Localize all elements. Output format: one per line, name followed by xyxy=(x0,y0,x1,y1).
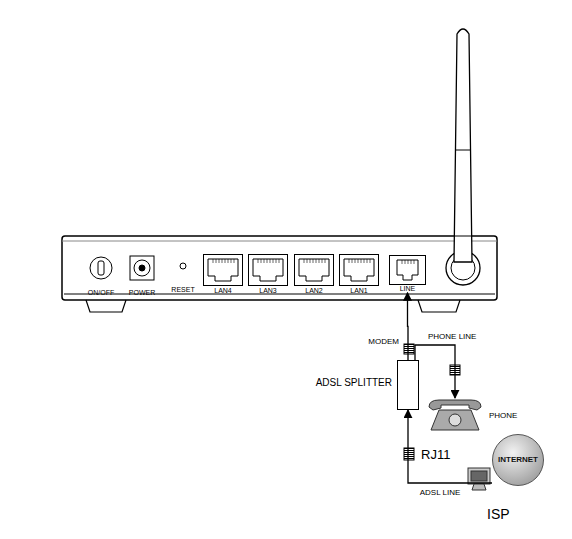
reset-hole xyxy=(180,263,186,269)
port-label: LAN4 xyxy=(214,287,232,295)
rj11-port xyxy=(389,255,426,285)
node-text: LINE xyxy=(387,285,428,293)
phone-icon xyxy=(425,398,485,432)
connector-label: RJ11 xyxy=(421,448,450,462)
node-text: INTERNET xyxy=(498,456,538,465)
button-label: ON/OFF xyxy=(88,289,114,297)
computer-icon xyxy=(468,468,490,490)
cable-label: ADSL LINE xyxy=(419,489,462,498)
node-text: PHONE xyxy=(489,412,517,421)
antenna xyxy=(446,29,480,285)
line-port: LINE xyxy=(387,255,428,293)
telephone: PHONE xyxy=(425,398,485,432)
on-off-button xyxy=(90,257,112,279)
cable-label: PHONE LINE xyxy=(427,333,477,342)
node-text: ADSL SPLITTER xyxy=(316,377,392,388)
router-housing xyxy=(62,236,497,312)
cable-line xyxy=(415,345,455,398)
node-text: ISP xyxy=(487,507,510,522)
internet-circle: INTERNETISP xyxy=(492,434,544,486)
splitter-box: ADSL SPLITTER xyxy=(397,360,419,410)
cable-line xyxy=(407,293,409,360)
port-label: LAN2 xyxy=(305,287,323,295)
cable-line xyxy=(408,410,492,483)
cable-label: MODEM xyxy=(367,338,400,347)
lan-ports xyxy=(204,255,379,286)
button-label: RESET xyxy=(171,286,194,294)
port-label: LAN3 xyxy=(259,287,277,295)
jack-label: POWER xyxy=(129,289,155,297)
port-label: LAN1 xyxy=(350,287,368,295)
power-jack xyxy=(130,256,154,280)
